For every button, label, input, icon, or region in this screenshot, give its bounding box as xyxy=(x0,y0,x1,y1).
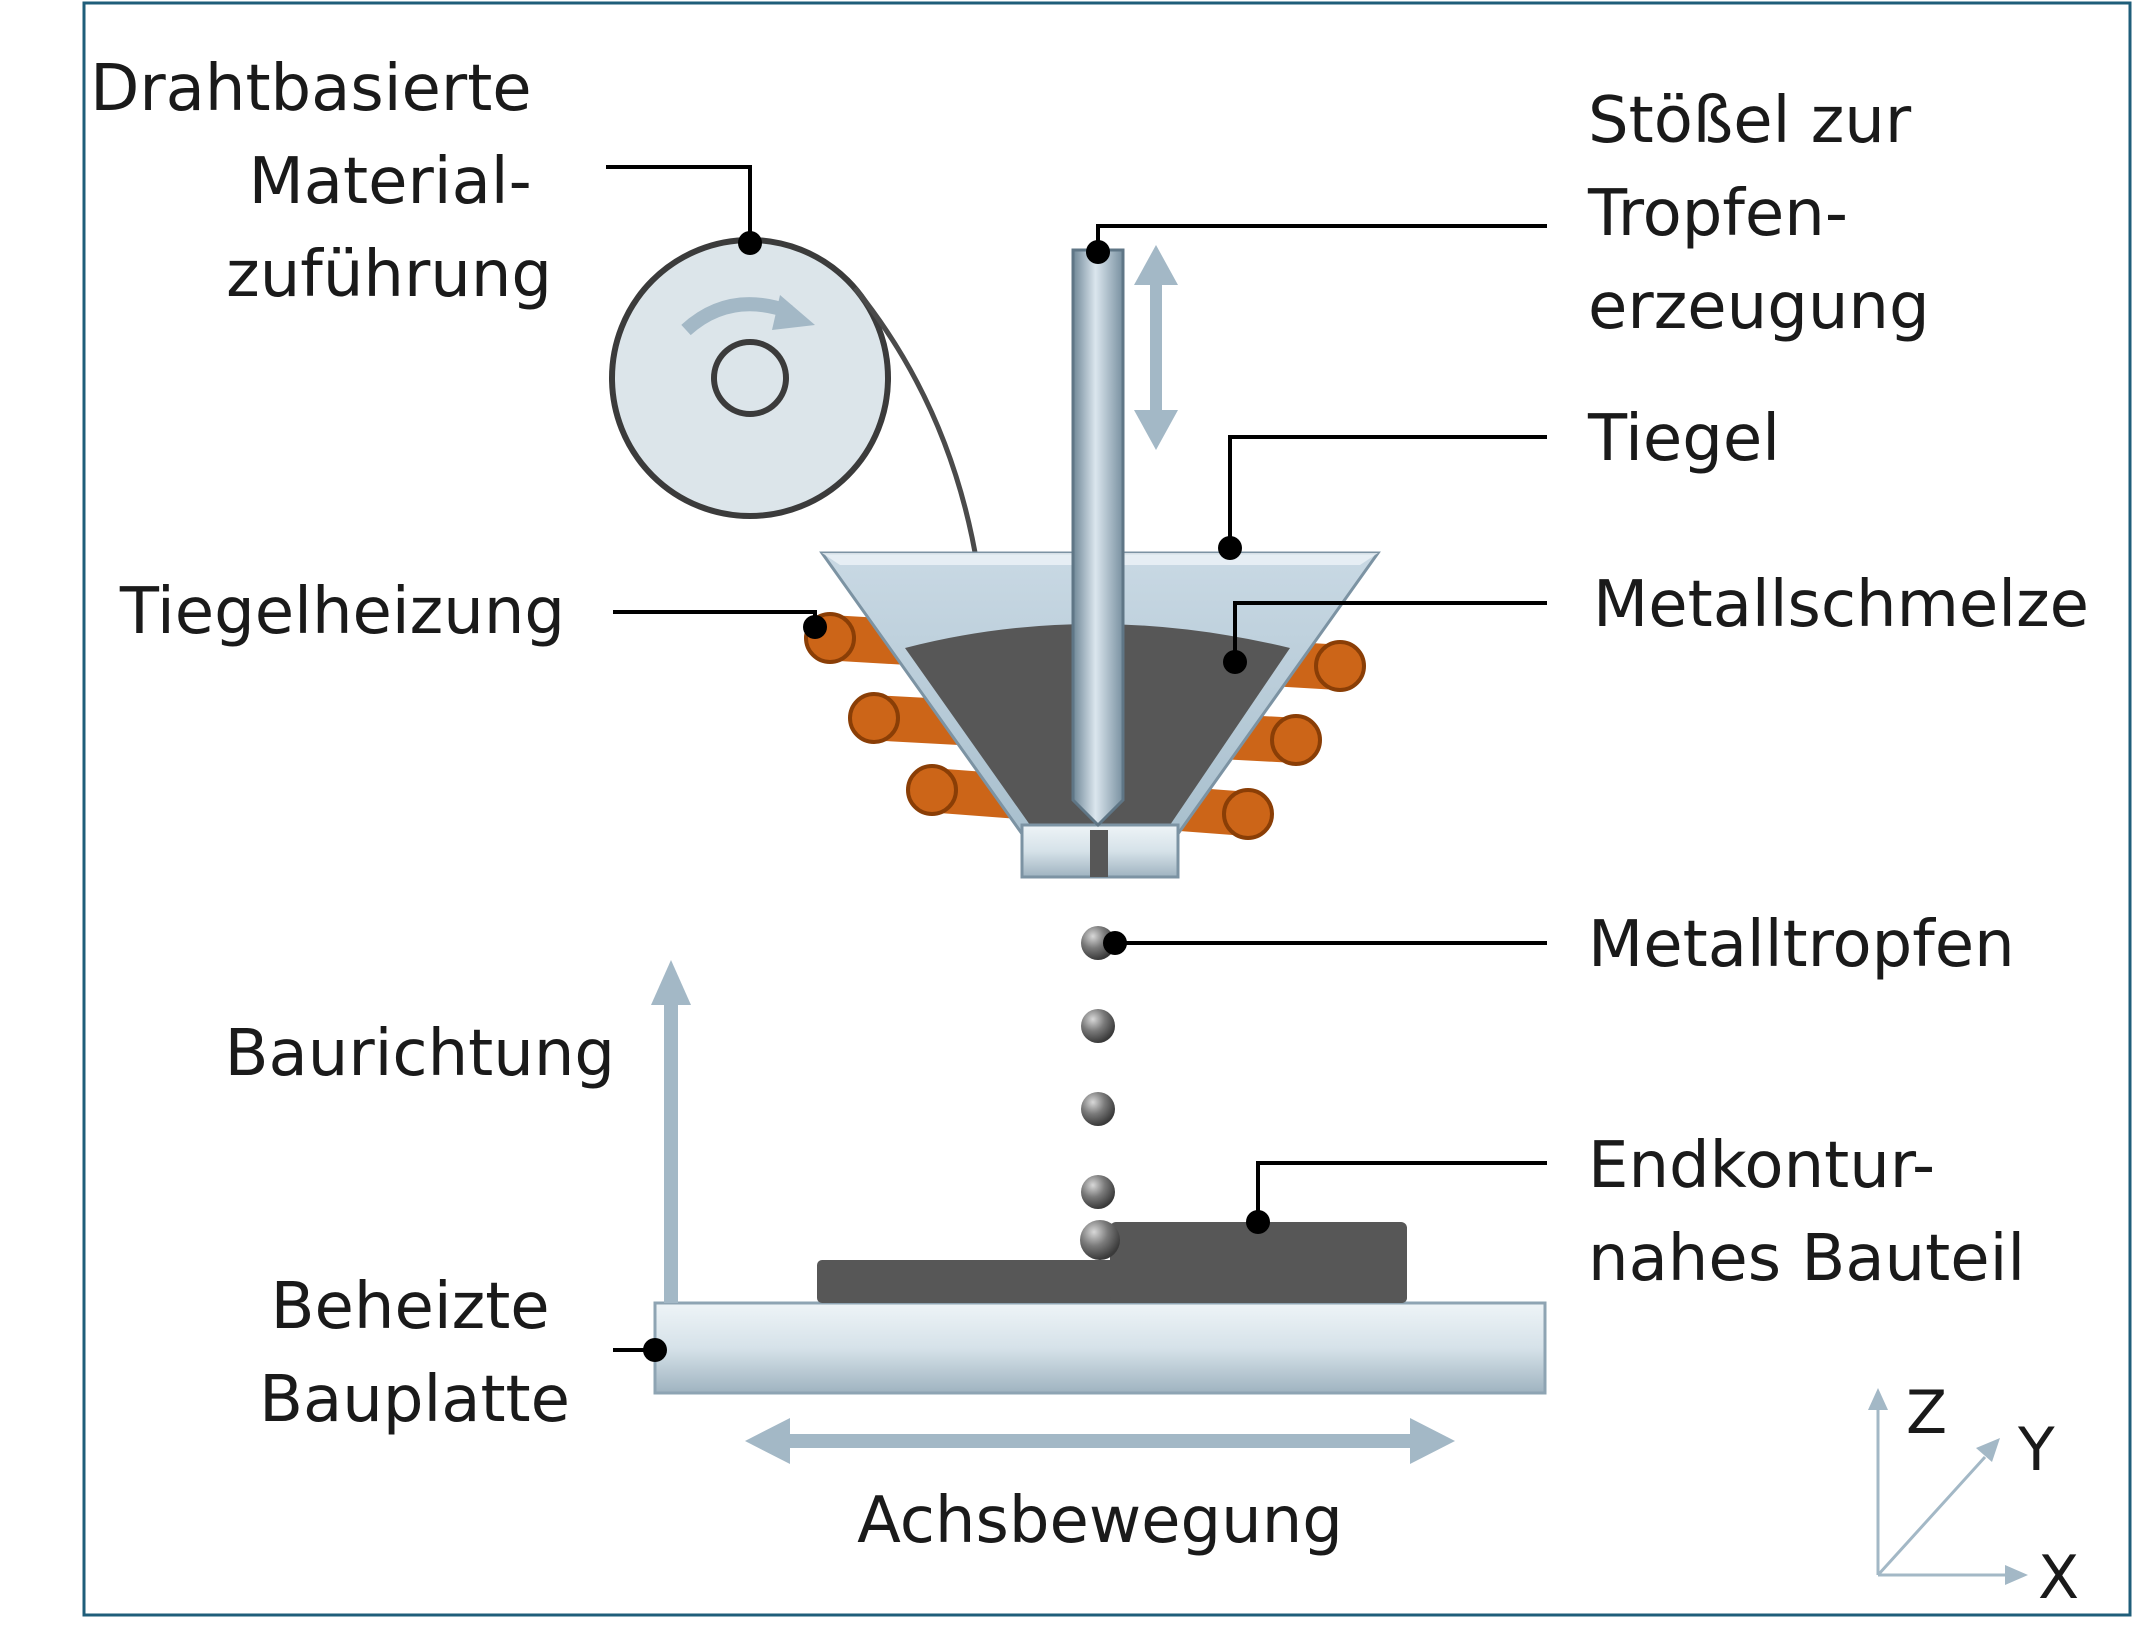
droplet xyxy=(1081,1175,1115,1209)
coordinate-axes: Z Y X xyxy=(1868,1378,2079,1613)
leader-plunger xyxy=(1096,224,1547,250)
heated-build-plate xyxy=(653,1301,1547,1395)
wire-spool xyxy=(609,237,988,631)
label-plunger: Stößel zur Tropfen- erzeugung xyxy=(1587,84,1932,344)
axis-y-label: Y xyxy=(2017,1415,2055,1485)
axis-z-label: Z xyxy=(1906,1378,1947,1448)
axis-x-label: X xyxy=(2038,1543,2079,1613)
leader-crucible-heating xyxy=(613,610,817,627)
rotation-arrowhead xyxy=(772,295,815,330)
build-direction-arrow xyxy=(651,960,691,1303)
droplet xyxy=(1081,1009,1115,1043)
plunger-motion-arrow xyxy=(1134,245,1178,450)
label-metal-droplets: Metalltropfen xyxy=(1588,908,2015,982)
label-near-net-part: Endkontur- nahes Bauteil xyxy=(1588,1129,2025,1296)
plunger-rod xyxy=(1071,248,1125,828)
droplet xyxy=(1081,1092,1115,1126)
label-metal-melt: Metallschmelze xyxy=(1593,568,2089,642)
droplet xyxy=(1081,926,1115,960)
leader-wire-feed xyxy=(606,165,752,243)
label-axis-motion: Achsbewegung xyxy=(857,1484,1343,1558)
axis-motion-arrow xyxy=(745,1418,1455,1464)
leader-crucible xyxy=(1228,435,1547,548)
near-net-part xyxy=(817,1222,1407,1303)
label-heated-build-plate: Beheizte Bauplatte xyxy=(259,1270,570,1437)
droplet-impact xyxy=(1080,1220,1120,1260)
nozzle-channel xyxy=(1090,830,1108,877)
diagram-frame xyxy=(82,1,2132,1617)
label-crucible: Tiegel xyxy=(1587,402,1780,476)
label-build-direction: Baurichtung xyxy=(225,1017,615,1091)
metal-droplets xyxy=(1081,926,1115,1209)
label-wire-feed: Drahtbasierte Material- zuführung xyxy=(90,52,552,312)
leader-metal-melt xyxy=(1233,601,1547,662)
leader-dots xyxy=(643,231,1270,1362)
label-crucible-heating: Tiegelheizung xyxy=(119,575,565,649)
leader-near-net-part xyxy=(1256,1161,1547,1222)
